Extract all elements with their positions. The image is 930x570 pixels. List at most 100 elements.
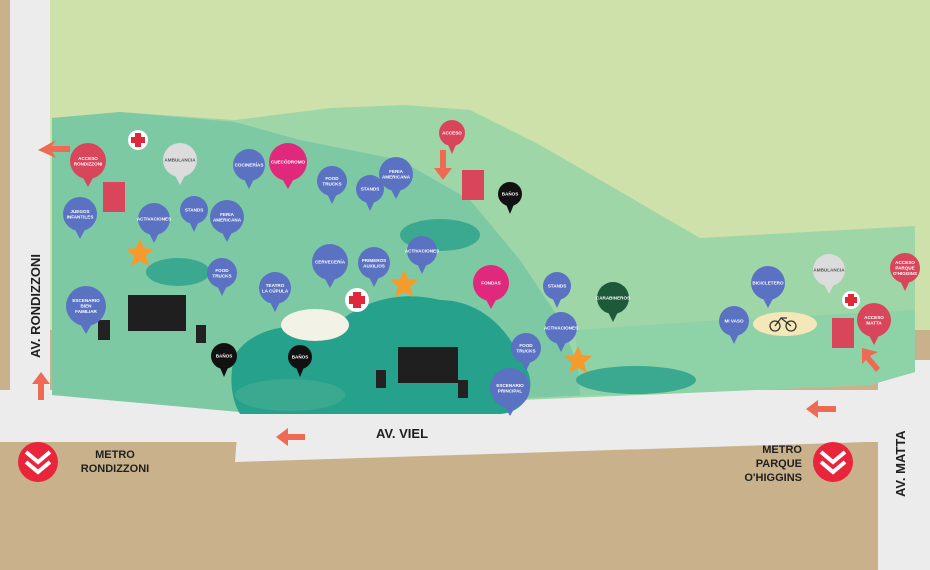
pin-stands-right[interactable]: STANDS bbox=[543, 272, 571, 308]
pin-circle bbox=[890, 253, 920, 283]
speaker bbox=[458, 380, 468, 398]
star-icon bbox=[564, 346, 592, 373]
metro-rondizzoni-icon bbox=[18, 442, 58, 482]
pin-label: AMBULANCIA bbox=[813, 268, 845, 273]
pin-carabineros[interactable]: CARABINEROS bbox=[596, 282, 630, 322]
pin-activaciones-right[interactable]: ACTIVACIONES bbox=[544, 312, 578, 352]
pin-circle bbox=[407, 236, 437, 266]
pin-circle bbox=[857, 303, 891, 337]
street-viel: AV. VIEL bbox=[376, 426, 428, 441]
stage-principal bbox=[398, 347, 458, 383]
pin-circle bbox=[269, 143, 307, 181]
pin-label: BAÑOS bbox=[502, 191, 519, 197]
pin-label: FONDAS bbox=[481, 281, 500, 286]
street-matta: AV. MATTA bbox=[893, 430, 908, 497]
pin-circle bbox=[207, 258, 237, 288]
pin-circle bbox=[439, 120, 465, 146]
grove-west bbox=[146, 258, 210, 286]
pin-tail bbox=[365, 200, 375, 211]
pin-activaciones-mid[interactable]: ACTIVACIONES bbox=[405, 236, 439, 274]
pin-circle bbox=[813, 254, 845, 286]
arrow-icon bbox=[862, 348, 880, 372]
pin-label: CUECÓDROMO bbox=[271, 158, 306, 165]
pin-stands-left[interactable]: STANDS bbox=[180, 196, 208, 232]
first-aid-icon bbox=[345, 288, 369, 312]
speaker bbox=[376, 370, 386, 388]
pin-tail bbox=[189, 221, 199, 232]
pin-banos-left[interactable]: BAÑOS bbox=[211, 343, 237, 377]
pin-circle bbox=[545, 312, 577, 344]
pin-circle bbox=[490, 368, 530, 408]
bicycle-icon bbox=[769, 317, 797, 332]
pin-activaciones-left[interactable]: ACTIVACIONES bbox=[137, 203, 171, 243]
pin-banos-top[interactable]: BAÑOS bbox=[498, 182, 522, 214]
pin-circle bbox=[358, 247, 390, 279]
metro-parque-icon bbox=[813, 442, 853, 482]
road-rondizzoni bbox=[10, 0, 50, 440]
pin-circle bbox=[511, 333, 541, 363]
arrow-icon bbox=[806, 400, 836, 418]
pin-ambulancia-right[interactable]: AMBULANCIA bbox=[813, 254, 845, 294]
arrow-icon bbox=[38, 140, 70, 158]
grove-east bbox=[576, 366, 696, 394]
pin-cuecodromo[interactable]: CUECÓDROMO bbox=[269, 143, 307, 189]
pin-acceso-top[interactable]: ACCESO bbox=[439, 120, 465, 154]
arrow-icon bbox=[32, 372, 50, 400]
pin-label: ACCESO bbox=[442, 131, 462, 136]
pin-circle bbox=[473, 265, 509, 301]
pin-cerveceria[interactable]: CERVECERÍA bbox=[312, 244, 348, 288]
pin-circle bbox=[719, 306, 749, 336]
pin-tail bbox=[552, 297, 562, 308]
pin-circle bbox=[597, 282, 629, 314]
pin-circle bbox=[66, 286, 106, 326]
pin-circle bbox=[180, 196, 208, 224]
stage-familiar bbox=[128, 295, 186, 331]
pin-ambulancia-left[interactable]: AMBULANCIA bbox=[163, 143, 197, 185]
pin-banos-mid[interactable]: BAÑOS bbox=[288, 345, 312, 377]
road-viel bbox=[0, 395, 930, 462]
pin-cocinerias[interactable]: COCINERÍAS bbox=[233, 149, 265, 189]
pin-mi-vaso[interactable]: MI VASO bbox=[719, 306, 749, 344]
pin-fondas[interactable]: FONDAS bbox=[473, 265, 509, 309]
arrow-icon bbox=[276, 428, 305, 446]
pin-label: STANDS bbox=[548, 284, 567, 289]
pin-circle bbox=[70, 143, 106, 179]
pin-stands-top[interactable]: STANDS bbox=[356, 175, 384, 211]
pin-circle bbox=[163, 143, 197, 177]
booth bbox=[832, 318, 854, 348]
pin-circle bbox=[211, 343, 237, 369]
pin-bicicletero[interactable]: BICICLETERO bbox=[751, 266, 785, 308]
pin-label: CERVECERÍA bbox=[315, 258, 346, 265]
pin-label: MI VASO bbox=[724, 319, 743, 324]
pin-label: BAÑOS bbox=[292, 354, 309, 360]
pin-label: CARABINEROS bbox=[596, 296, 630, 301]
booth bbox=[462, 170, 484, 200]
pin-circle bbox=[259, 272, 291, 304]
pin-tail bbox=[295, 366, 305, 377]
pin-tail bbox=[505, 203, 515, 214]
speaker bbox=[98, 320, 110, 340]
